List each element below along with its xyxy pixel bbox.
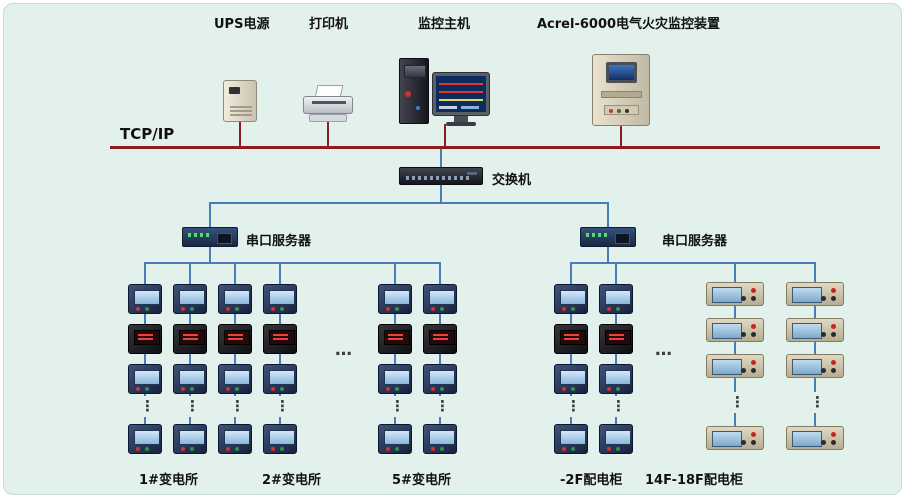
power-meter xyxy=(599,324,633,354)
power-meter xyxy=(554,284,588,314)
host-label: 监控主机 xyxy=(418,17,471,32)
power-meter xyxy=(173,324,207,354)
cabinet-bus-connector xyxy=(620,126,622,146)
power-meter xyxy=(173,364,207,394)
dist-cabinet-14f18f-label: 14F-18F配电柜 xyxy=(645,473,743,488)
tcpip-bus-line xyxy=(110,146,880,149)
vertical-ellipsis: ⋮ xyxy=(140,396,155,417)
power-meter xyxy=(599,284,633,314)
power-meter xyxy=(378,324,412,354)
switch-label: 交换机 xyxy=(492,173,532,188)
ups-device-icon xyxy=(223,80,257,122)
cabinet-screen xyxy=(606,62,637,83)
vertical-ellipsis: ⋮ xyxy=(185,396,200,417)
vertical-ellipsis: ⋮ xyxy=(611,396,626,417)
power-meter xyxy=(173,424,207,454)
fire-monitoring-module xyxy=(706,282,764,306)
printer-icon xyxy=(303,85,353,123)
serial-server-left-icon xyxy=(182,227,238,247)
cabinet-buttons xyxy=(604,105,639,115)
monitor-base xyxy=(446,122,476,126)
horizontal-ellipsis: … xyxy=(655,340,674,360)
left-dist-drop-wire xyxy=(209,246,211,263)
power-meter xyxy=(218,324,252,354)
printer-body xyxy=(303,96,353,114)
power-meter xyxy=(218,364,252,394)
power-meter xyxy=(263,364,297,394)
power-meter xyxy=(128,284,162,314)
power-meter xyxy=(554,364,588,394)
printer-tray xyxy=(309,114,347,122)
substation-2-label: 2#变电所 xyxy=(262,473,321,488)
monitor-screen xyxy=(436,76,486,112)
monitor-stand xyxy=(454,116,468,123)
switch-junction-wire xyxy=(440,185,442,203)
power-meter xyxy=(263,284,297,314)
power-meter xyxy=(263,324,297,354)
cabinet-keyboard xyxy=(601,91,642,98)
power-meter xyxy=(218,424,252,454)
ups-label: UPS电源 xyxy=(214,17,270,32)
fire-monitoring-module xyxy=(706,354,764,378)
vertical-ellipsis: ⋮ xyxy=(566,396,581,417)
vertical-ellipsis: ⋮ xyxy=(810,392,825,413)
fire-monitoring-module xyxy=(706,426,764,450)
substation-5-label: 5#变电所 xyxy=(392,473,451,488)
left-server-drop-wire xyxy=(209,202,211,227)
power-meter xyxy=(378,424,412,454)
vertical-ellipsis: ⋮ xyxy=(390,396,405,417)
fire-monitoring-module xyxy=(786,354,844,378)
serial-server-right-icon xyxy=(580,227,636,247)
column-wire xyxy=(814,262,816,439)
fire-monitoring-module xyxy=(786,426,844,450)
serial-server-right-label: 串口服务器 xyxy=(662,234,728,249)
fire-monitoring-module xyxy=(786,318,844,342)
host-bus-connector xyxy=(444,124,446,146)
power-meter xyxy=(378,284,412,314)
horizontal-ellipsis: … xyxy=(335,340,354,360)
substation-1-label: 1#变电所 xyxy=(139,473,198,488)
fire-monitoring-module xyxy=(706,318,764,342)
power-meter xyxy=(218,284,252,314)
left-dist-bus-wire xyxy=(144,262,441,264)
junction-wire xyxy=(209,202,609,204)
tcpip-label: TCP/IP xyxy=(120,125,175,143)
printer-label: 打印机 xyxy=(309,17,349,32)
serial-server-left-label: 串口服务器 xyxy=(246,234,312,249)
vertical-ellipsis: ⋮ xyxy=(435,396,450,417)
acrel-cabinet-icon xyxy=(592,54,650,126)
power-meter xyxy=(128,324,162,354)
power-meter xyxy=(173,284,207,314)
column-wire xyxy=(734,262,736,439)
power-meter xyxy=(423,364,457,394)
bus-switch-wire xyxy=(440,149,442,167)
vertical-ellipsis: ⋮ xyxy=(730,392,745,413)
power-meter xyxy=(423,284,457,314)
vertical-ellipsis: ⋮ xyxy=(275,396,290,417)
power-meter xyxy=(423,424,457,454)
ups-bus-connector xyxy=(239,122,241,146)
printer-bus-connector xyxy=(327,122,329,146)
acrel-device-label: Acrel-6000电气火灾监控装置 xyxy=(537,17,721,32)
right-server-drop-wire xyxy=(607,202,609,227)
power-meter xyxy=(263,424,297,454)
power-meter xyxy=(554,324,588,354)
power-meter xyxy=(378,364,412,394)
right-dist-bus-wire xyxy=(570,262,816,264)
fire-monitoring-module xyxy=(786,282,844,306)
power-meter xyxy=(554,424,588,454)
host-monitor-icon xyxy=(432,72,490,116)
vertical-ellipsis: ⋮ xyxy=(230,396,245,417)
power-meter xyxy=(128,424,162,454)
power-meter xyxy=(423,324,457,354)
dist-cabinet-minus2f-label: -2F配电柜 xyxy=(560,473,623,488)
right-dist-drop-wire xyxy=(607,246,609,263)
power-meter xyxy=(128,364,162,394)
host-tower-icon xyxy=(399,58,429,124)
power-meter xyxy=(599,424,633,454)
power-meter xyxy=(599,364,633,394)
ethernet-switch-icon xyxy=(399,167,483,185)
